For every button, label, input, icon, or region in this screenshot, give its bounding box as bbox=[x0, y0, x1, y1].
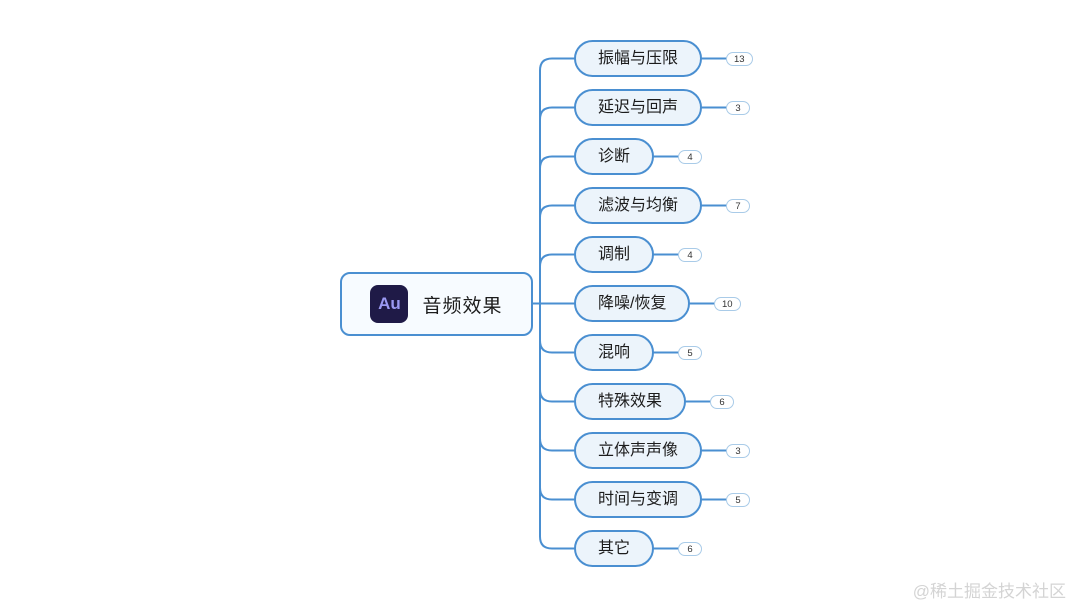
branch-count-badge[interactable]: 4 bbox=[678, 247, 702, 262]
connector-line bbox=[539, 57, 575, 305]
branch-count-badge[interactable]: 6 bbox=[710, 394, 734, 409]
branch-count-badge[interactable]: 7 bbox=[726, 198, 750, 213]
branch-count-badge[interactable]: 3 bbox=[726, 443, 750, 458]
branch-node[interactable]: 滤波与均衡 bbox=[574, 187, 703, 224]
root-node-label: 音频效果 bbox=[422, 295, 503, 317]
branch-node[interactable]: 混响 bbox=[574, 334, 655, 371]
root-node[interactable]: Au 音频效果 bbox=[340, 272, 533, 336]
branch-count-badge[interactable]: 5 bbox=[726, 492, 750, 507]
connector-line bbox=[539, 302, 575, 354]
branch-count-badge[interactable]: 10 bbox=[714, 296, 741, 311]
branch-node[interactable]: 特殊效果 bbox=[574, 383, 687, 420]
audition-logo-icon: Au bbox=[370, 285, 409, 323]
connector-line bbox=[539, 302, 575, 550]
connector-line bbox=[539, 155, 575, 305]
connector-line bbox=[539, 106, 575, 305]
branch-node[interactable]: 调制 bbox=[574, 236, 655, 273]
watermark: @稀土掘金技术社区 bbox=[912, 582, 1066, 601]
branch-count-badge[interactable]: 13 bbox=[726, 51, 753, 66]
branch-count-badge[interactable]: 3 bbox=[726, 100, 750, 115]
branch-node[interactable]: 降噪/恢复 bbox=[574, 285, 691, 322]
connector-line bbox=[539, 253, 575, 305]
branch-count-badge[interactable]: 5 bbox=[678, 345, 702, 360]
connector-line bbox=[539, 302, 575, 452]
branch-node[interactable]: 时间与变调 bbox=[574, 481, 703, 518]
branch-count-badge[interactable]: 6 bbox=[678, 541, 702, 556]
branch-count-badge[interactable]: 4 bbox=[678, 149, 702, 164]
connector-line bbox=[539, 204, 575, 305]
branch-node[interactable]: 诊断 bbox=[574, 138, 655, 175]
branch-node[interactable]: 延迟与回声 bbox=[574, 89, 703, 126]
branch-node[interactable]: 其它 bbox=[574, 530, 655, 567]
branch-node[interactable]: 立体声声像 bbox=[574, 432, 703, 469]
branch-node[interactable]: 振幅与压限 bbox=[574, 40, 703, 77]
